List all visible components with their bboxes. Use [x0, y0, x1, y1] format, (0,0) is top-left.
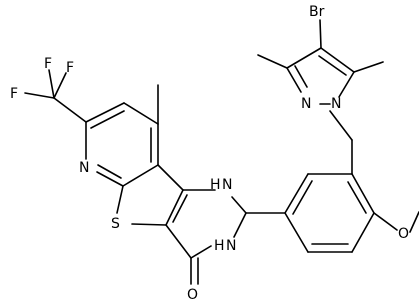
- bond-th-3: [165, 189, 184, 226]
- atom-o-carbonyl: O: [187, 287, 198, 303]
- atom-nh2-n: N: [226, 238, 236, 254]
- bonds: [24, 19, 419, 285]
- atom-s-thiophene: S: [111, 216, 120, 232]
- bond-bz-1: [284, 173, 309, 214]
- bond-py-1: [85, 102, 125, 123]
- bond-th-1: [116, 185, 124, 214]
- bond-bz-6: [284, 212, 309, 253]
- bond-cf3-f2: [24, 92, 55, 99]
- bond-pz-3: [286, 47, 322, 69]
- bond-pz-4b: [294, 65, 308, 88]
- atom-f1: F: [44, 56, 52, 72]
- atom-br: Br: [309, 4, 325, 20]
- atom-o-methoxy: O: [398, 226, 409, 242]
- bond-ch2-2: [329, 110, 353, 141]
- bond-py-1b: [90, 110, 125, 129]
- atom-nh2-h: H: [214, 238, 225, 254]
- bond-bz-4: [351, 212, 375, 253]
- bond-pm-5: [165, 224, 192, 259]
- bond-ome-2: [409, 211, 419, 233]
- bond-methyl-pz-3: [257, 54, 288, 69]
- atom-n-pyrazole-1: N: [331, 96, 341, 112]
- atom-n-pyridine: N: [79, 160, 89, 176]
- bond-pm-2: [231, 196, 247, 214]
- bond-pz-4: [286, 67, 302, 93]
- bond-th-3b: [172, 194, 188, 223]
- bond-pz-1: [338, 71, 355, 98]
- bond-pz-2: [320, 47, 355, 73]
- bond-bz-1b: [292, 180, 313, 215]
- bond-th-4: [157, 164, 184, 191]
- bond-th-2: [131, 223, 167, 226]
- bond-py-5b: [97, 164, 122, 179]
- bond-bz-3b: [347, 181, 367, 214]
- bond-cf3-ring: [53, 97, 87, 123]
- atom-nh1-h: H: [210, 177, 221, 193]
- atom-labels: F F F N S H N H N O O Br N N: [10, 4, 409, 303]
- bond-methyl-pz-5: [353, 61, 384, 73]
- bond-ome-1: [373, 212, 398, 231]
- bond-py-4: [122, 164, 159, 187]
- bond-py-2: [123, 102, 159, 125]
- atom-f2: F: [10, 86, 18, 102]
- bond-cf3-f3: [53, 72, 67, 99]
- bond-pm-3: [233, 212, 247, 238]
- bond-pm-4: [190, 245, 212, 259]
- bond-pz-2b: [318, 55, 347, 76]
- atom-f3: F: [66, 60, 74, 76]
- atom-nh1-n: N: [222, 177, 232, 193]
- bond-br: [319, 19, 322, 49]
- bond-py-5: [96, 171, 124, 187]
- bond-cf3-f1: [48, 69, 55, 99]
- atom-n-pyrazole-2: N: [301, 96, 311, 112]
- bond-bz-3: [351, 173, 375, 214]
